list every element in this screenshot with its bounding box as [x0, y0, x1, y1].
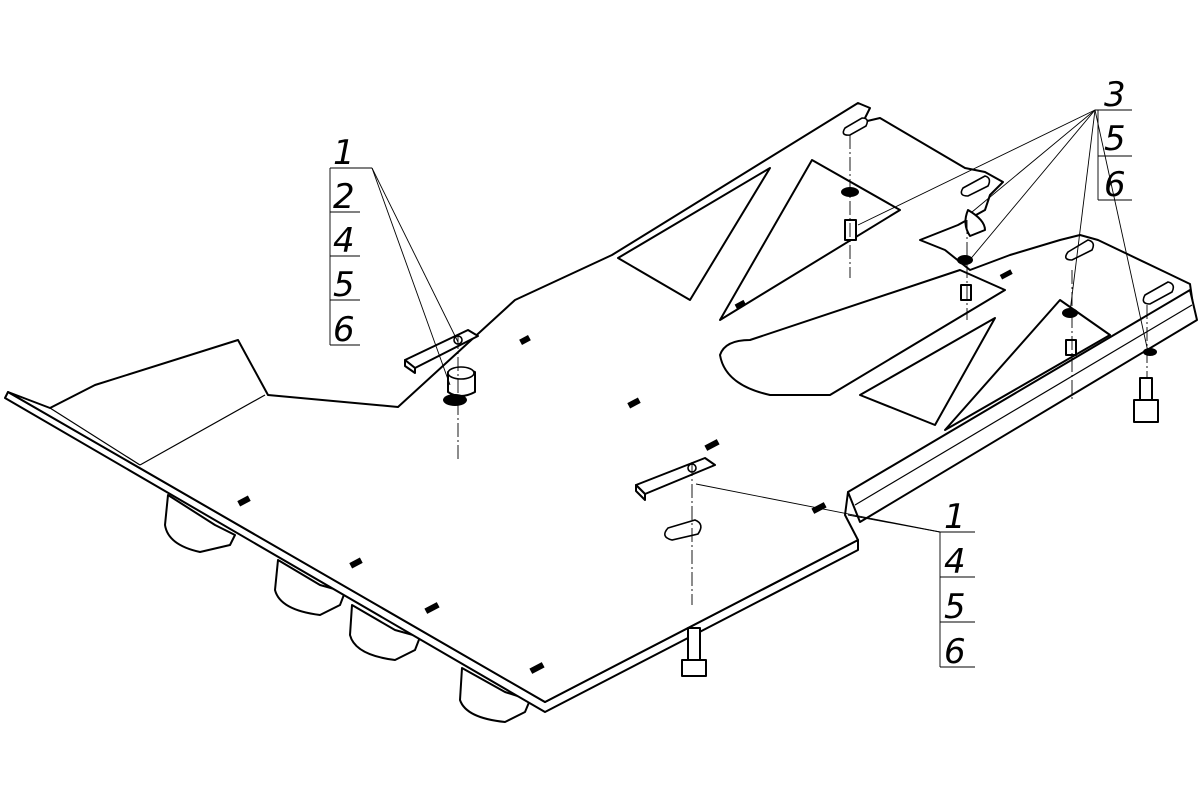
rail-slot — [1064, 239, 1095, 261]
callout-label: 6 — [1104, 165, 1126, 205]
callout-label: 5 — [944, 587, 966, 627]
callout-bottom-right-stack: 1 4 5 6 — [695, 483, 975, 672]
callout-label: 3 — [1104, 75, 1126, 115]
callout-label: 4 — [333, 221, 355, 261]
cutout-upper-right-triangle — [719, 159, 901, 321]
underside-tabs — [164, 494, 531, 723]
hole — [999, 269, 1013, 280]
hole — [349, 557, 363, 569]
cutout-lower-left-triangle — [859, 317, 996, 426]
tab-1 — [164, 494, 236, 553]
nut-icon — [957, 255, 973, 265]
callout-label: 2 — [333, 177, 355, 217]
callout-label: 5 — [333, 265, 355, 305]
rail-bushing — [964, 209, 986, 237]
hole — [627, 397, 641, 409]
hole — [734, 299, 746, 309]
front-fold-line — [139, 394, 266, 466]
cutout-lower-slot — [719, 269, 1006, 396]
right-bolt-shank — [1139, 377, 1153, 401]
bolt-shank — [960, 284, 972, 301]
right-bolt-head — [1133, 399, 1159, 423]
tab-4 — [459, 667, 531, 723]
tab-2 — [274, 559, 346, 616]
nut-icon — [1143, 348, 1157, 356]
cutouts — [617, 159, 1111, 431]
callout-label: 1 — [333, 133, 355, 173]
hole — [424, 602, 440, 614]
tab-3 — [349, 604, 421, 661]
bottom-bolt-shank — [687, 627, 701, 661]
rail-slot — [842, 117, 869, 136]
bolt-shank — [844, 219, 857, 241]
bottom-bolt-head — [681, 659, 707, 677]
callout-label: 5 — [1104, 119, 1126, 159]
cutout-lower-right-triangle — [944, 299, 1111, 431]
cutout-upper-left-triangle — [617, 167, 771, 301]
hole — [237, 495, 251, 507]
left-bushing-top — [447, 366, 475, 380]
callout-label: 6 — [944, 632, 966, 672]
plate-holes — [237, 117, 1175, 674]
hole — [529, 662, 545, 674]
callouts: 1 2 4 5 6 3 5 6 — [329, 75, 1149, 672]
rail-slot — [960, 175, 991, 197]
main-plate — [4, 102, 1198, 713]
callout-label: 4 — [944, 542, 966, 582]
callout-left-stack: 1 2 4 5 6 — [329, 133, 459, 386]
right-rail-inner — [854, 304, 1193, 506]
axis-lines — [457, 135, 1148, 605]
center-spacer-plate-side — [635, 484, 646, 501]
rail-slot — [1142, 281, 1175, 305]
left-nut — [443, 394, 467, 406]
left-spacer-plate-side — [404, 359, 416, 374]
hole — [519, 335, 531, 345]
bolt-shank — [1065, 339, 1077, 356]
callout-label: 6 — [333, 310, 355, 350]
front-lip-edge — [49, 407, 141, 466]
callout-label: 1 — [944, 497, 966, 537]
callout-right-top-stack: 3 5 6 — [857, 75, 1149, 353]
nut-icon — [1062, 308, 1078, 318]
hole — [704, 439, 720, 451]
